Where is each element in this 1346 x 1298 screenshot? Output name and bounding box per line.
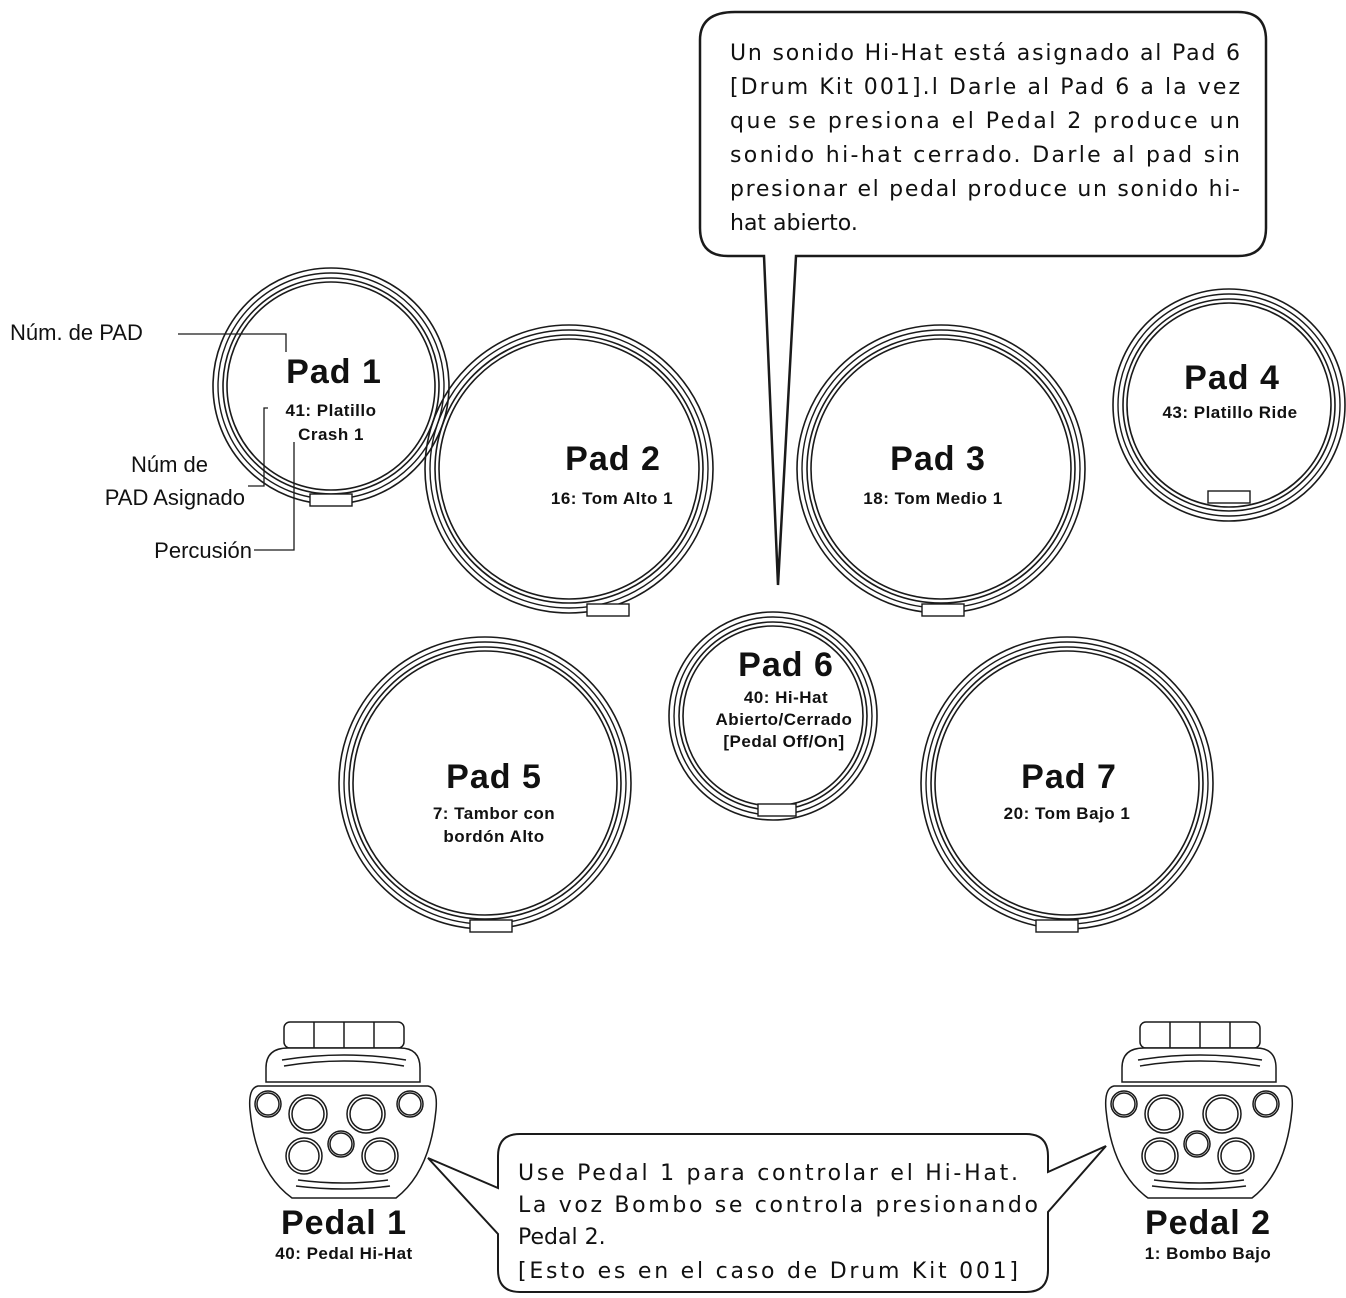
pad-4: Pad 4 43: Platillo Ride xyxy=(1112,288,1346,522)
callout-bottom-line-3: Pedal 2. xyxy=(518,1225,606,1250)
pedal-1-title: Pedal 1 xyxy=(281,1204,407,1242)
pad-1-line-1: 41: Platillo xyxy=(285,401,376,420)
pad-4-title: Pad 4 xyxy=(1184,359,1280,397)
callout-bottom-line-4: [Esto es en el caso de Drum Kit 001] xyxy=(518,1259,1018,1284)
pad-6-line-2: Abierto/Cerrado xyxy=(716,710,853,729)
callout-top-bubble xyxy=(698,10,1268,586)
legend-assigned-line-2: PAD Asignado xyxy=(105,485,245,510)
pad-6-line-3: [Pedal Off/On] xyxy=(723,732,844,751)
callout-bottom-line-1: Use Pedal 1 para controlar el Hi-Hat. xyxy=(518,1161,1018,1186)
pedal-2-title: Pedal 2 xyxy=(1145,1204,1271,1242)
pedal-2-line-1: 1: Bombo Bajo xyxy=(1145,1244,1271,1263)
legend-percussion: Percusión xyxy=(154,538,252,563)
pad-7: Pad 7 20: Tom Bajo 1 xyxy=(920,636,1214,933)
pad-3: Pad 3 18: Tom Medio 1 xyxy=(796,324,1086,617)
pedal-1-line-1: 40: Pedal Hi-Hat xyxy=(275,1244,412,1263)
pad-5-title: Pad 5 xyxy=(446,758,542,796)
callout-top-line-6: hat abierto. xyxy=(730,211,858,236)
pad-7-line-1: 20: Tom Bajo 1 xyxy=(1004,804,1131,823)
pad-1-connector xyxy=(309,493,353,507)
pad-2-line-1: 16: Tom Alto 1 xyxy=(551,489,673,508)
callout-top-line-1: Un sonido Hi-Hat está asignado al Pad 6 xyxy=(730,41,1240,66)
pad-3-title: Pad 3 xyxy=(890,440,986,478)
pad-2-title: Pad 2 xyxy=(565,440,661,478)
pad-2: Pad 2 16: Tom Alto 1 xyxy=(424,324,714,617)
pad-5-line-2: bordón Alto xyxy=(443,827,544,846)
callout-bottom-line-2: La voz Bombo se controla presionando xyxy=(518,1193,1038,1218)
pedal-2-buttons xyxy=(1110,1090,1280,1175)
pad-5: Pad 5 7: Tambor con bordón Alto xyxy=(338,636,632,933)
callout-top-line-5: presionar el pedal produce un sonido hi- xyxy=(730,177,1240,202)
legend-pad-number: Núm. de PAD xyxy=(10,320,143,345)
pad-1: Pad 1 41: Platillo Crash 1 xyxy=(212,267,450,507)
pedal-2: Pedal 2 1: Bombo Bajo xyxy=(1104,1021,1294,1263)
pad-7-connector xyxy=(1035,919,1079,933)
legend-percussion-leader xyxy=(254,442,295,551)
pad-6-connector xyxy=(757,803,797,817)
pad-3-connector xyxy=(921,603,965,617)
pad-1-title: Pad 1 xyxy=(286,353,382,391)
pedal-1: Pedal 1 40: Pedal Hi-Hat xyxy=(248,1021,438,1263)
pad-1-line-2: Crash 1 xyxy=(298,425,364,444)
legend-pad-number-leader xyxy=(178,333,287,352)
pad-6-line-1: 40: Hi-Hat xyxy=(744,688,828,707)
pedal-1-buttons xyxy=(254,1090,424,1175)
callout-top-line-2: [Drum Kit 001].l Darle al Pad 6 a la vez xyxy=(730,75,1240,100)
pad-5-connector xyxy=(469,919,513,933)
pad-7-title: Pad 7 xyxy=(1021,758,1117,796)
callout-top: Un sonido Hi-Hat está asignado al Pad 6 … xyxy=(698,10,1268,586)
pad-4-line-1: 43: Platillo Ride xyxy=(1162,403,1297,422)
pad-4-connector xyxy=(1207,490,1251,504)
callout-top-line-3: que se presiona el Pedal 2 produce un xyxy=(730,109,1240,134)
pad-3-line-1: 18: Tom Medio 1 xyxy=(863,489,1002,508)
legend: Núm. de PAD Núm de PAD Asignado Percusió… xyxy=(10,320,295,563)
callout-top-line-4: sonido hi-hat cerrado. Darle al pad sin xyxy=(730,143,1240,168)
legend-assigned-line-1: Núm de xyxy=(131,452,208,477)
pad-2-connector xyxy=(586,603,630,617)
pad-5-line-1: 7: Tambor con xyxy=(433,804,555,823)
callout-bottom: Use Pedal 1 para controlar el Hi-Hat. La… xyxy=(427,1133,1107,1293)
callout-bottom-bubble xyxy=(427,1133,1107,1293)
legend-assigned-leader xyxy=(248,407,268,487)
pad-6-title: Pad 6 xyxy=(738,646,834,684)
pad-6: Pad 6 40: Hi-Hat Abierto/Cerrado [Pedal … xyxy=(668,611,878,821)
